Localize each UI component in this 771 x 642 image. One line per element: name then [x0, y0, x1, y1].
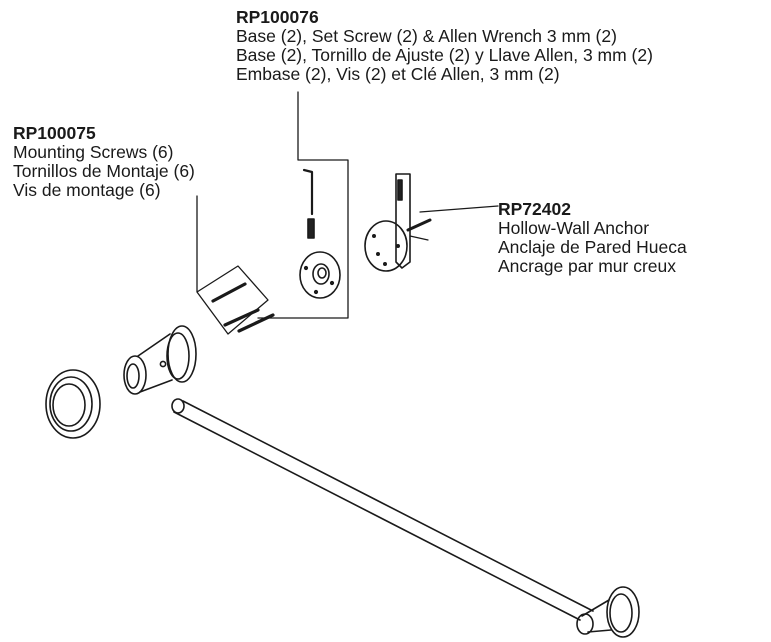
label-rp100076: RP100076 Base (2), Set Screw (2) & Allen… — [236, 8, 653, 84]
mounting-base-icon — [299, 251, 341, 299]
escutcheon-cover-icon — [45, 369, 101, 439]
leader-rp100076 — [257, 91, 349, 319]
part-desc-es: Tornillos de Montaje (6) — [13, 161, 195, 181]
bracket-post-icon — [123, 325, 197, 395]
part-desc-es: Base (2), Tornillo de Ajuste (2) y Llave… — [236, 45, 653, 65]
part-desc-fr: Ancrage par mur creux — [498, 256, 676, 276]
part-desc-en: Hollow-Wall Anchor — [498, 218, 650, 238]
end-bracket-icon — [576, 586, 640, 638]
leader-rp100075 — [196, 195, 269, 335]
part-desc-fr: Embase (2), Vis (2) et Clé Allen, 3 mm (… — [236, 64, 560, 84]
leader-rp72402 — [419, 205, 499, 213]
part-desc-en: Mounting Screws (6) — [13, 142, 174, 162]
part-code: RP100075 — [13, 123, 96, 143]
part-code: RP72402 — [498, 199, 571, 219]
set-screw-icon — [307, 218, 315, 239]
leader-lines — [196, 91, 499, 335]
mounting-screws-icon — [211, 282, 275, 333]
part-desc-es: Anclaje de Pared Hueca — [498, 237, 687, 257]
allen-wrench-icon — [302, 168, 314, 216]
part-desc-en: Base (2), Set Screw (2) & Allen Wrench 3… — [236, 26, 617, 46]
part-code: RP100076 — [236, 7, 319, 27]
hollow-wall-anchor-icon — [364, 173, 432, 272]
part-desc-fr: Vis de montage (6) — [13, 180, 161, 200]
label-rp100075: RP100075 Mounting Screws (6) Tornillos d… — [13, 124, 195, 200]
label-rp72402: RP72402 Hollow-Wall Anchor Anclaje de Pa… — [498, 200, 687, 276]
grab-bar-icon — [171, 398, 594, 621]
